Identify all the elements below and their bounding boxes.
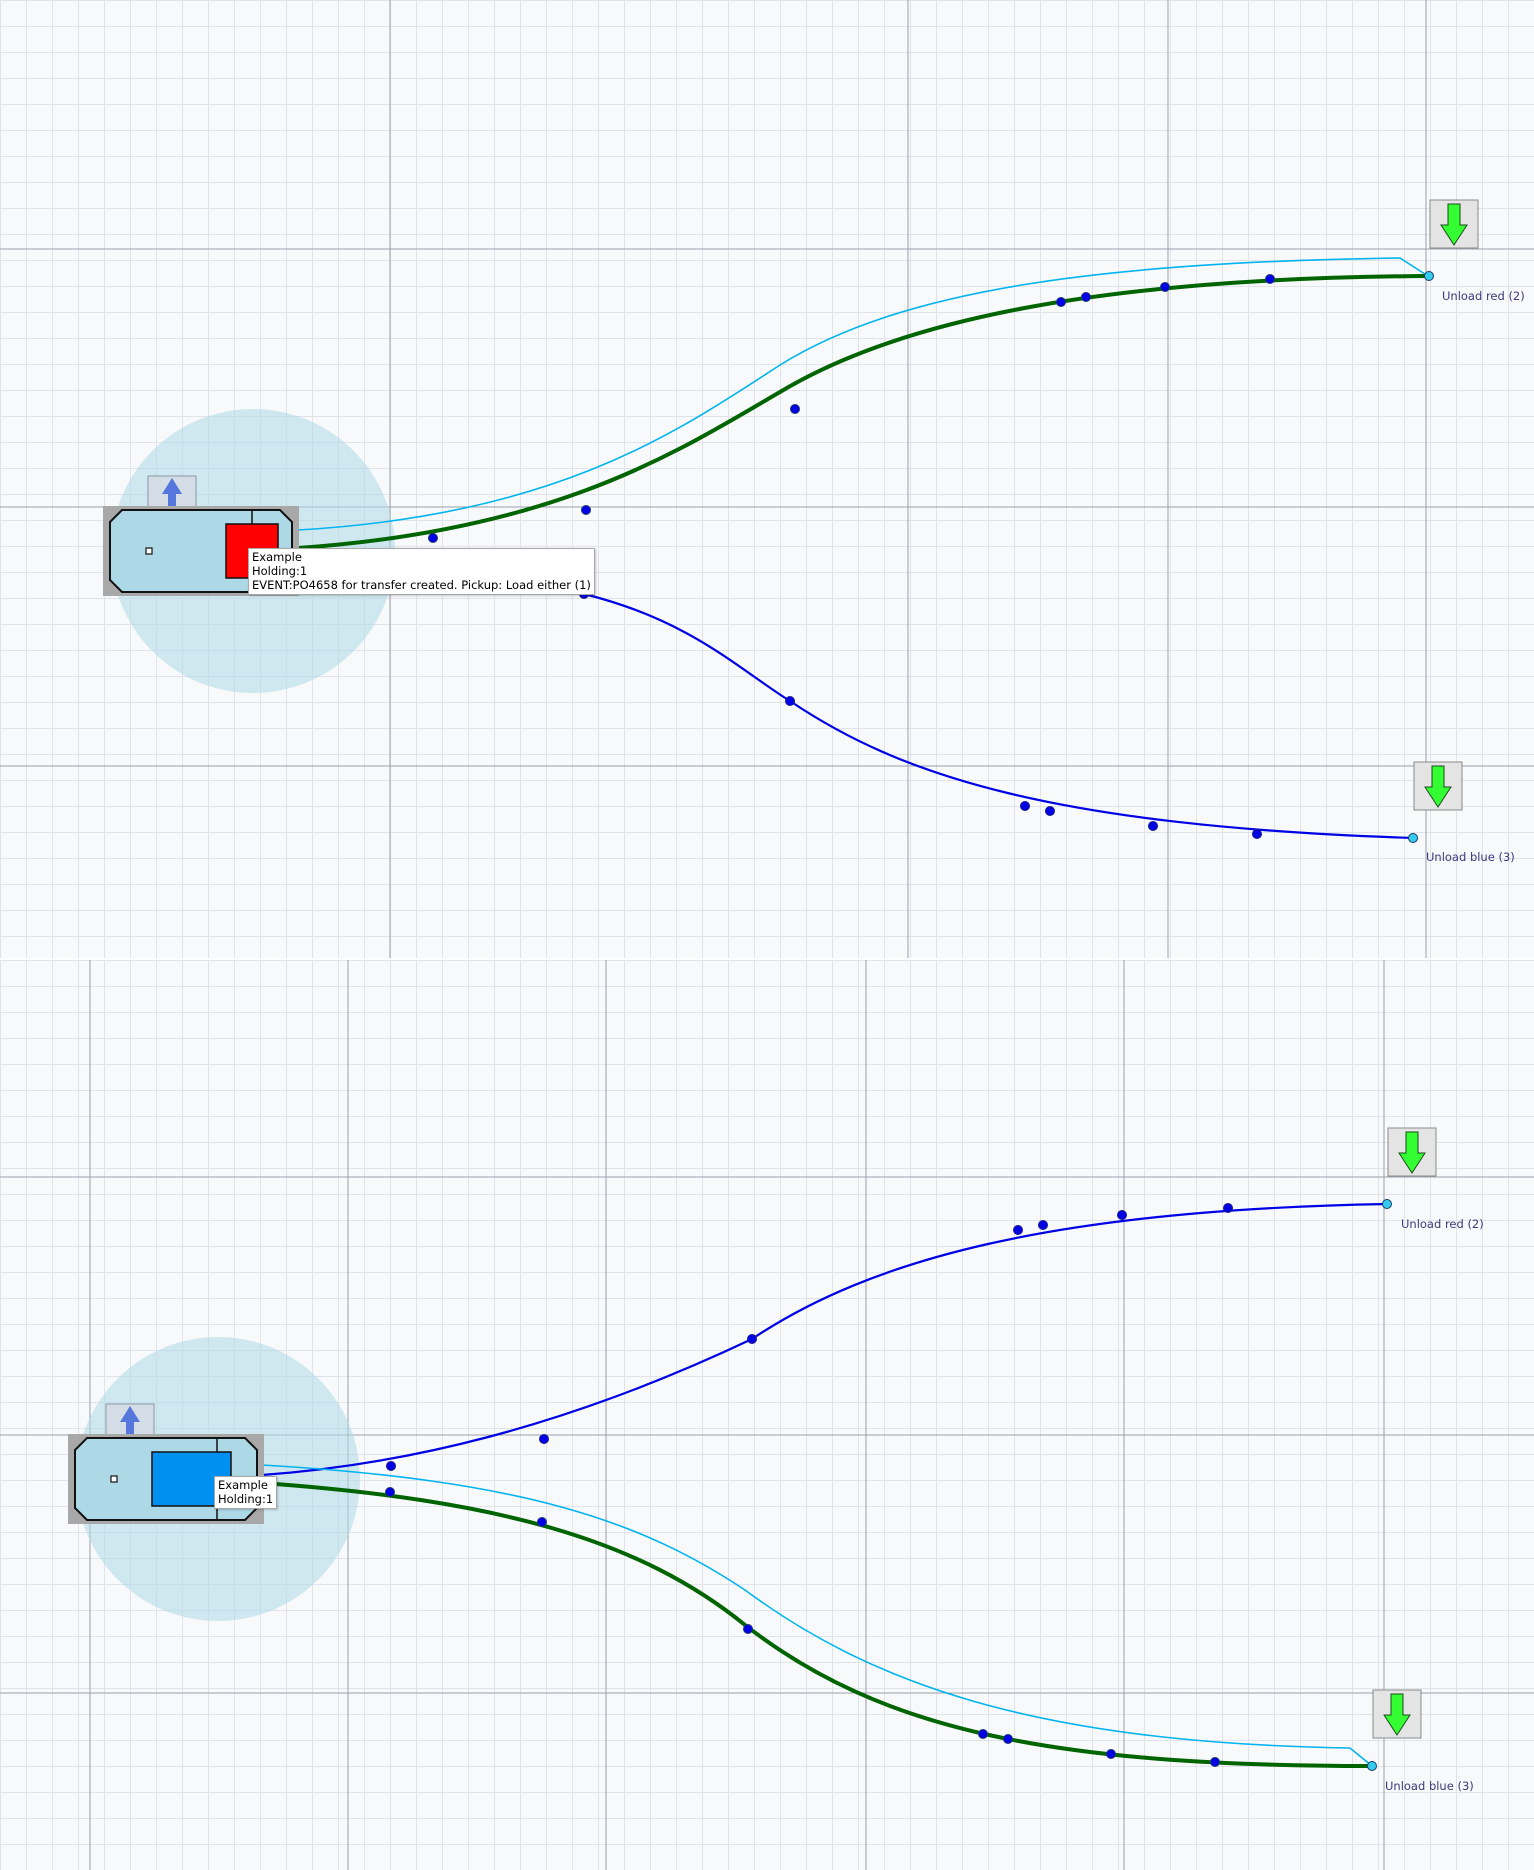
unload-blue-endpoint[interactable] (1367, 1761, 1377, 1771)
route-preview-line (297, 257, 1429, 531)
unload-blue-marker[interactable] (1413, 761, 1463, 811)
unload-blue-endpoint[interactable] (1408, 833, 1418, 843)
simulation-view-top[interactable]: Unload red (2) Unload blue (3) Example H… (0, 0, 1534, 958)
heading-marker (105, 1403, 155, 1439)
tooltip-title: Example (252, 550, 302, 564)
up-arrow-icon (120, 1406, 140, 1436)
unload-red-marker[interactable] (1429, 199, 1479, 249)
tooltip-title: Example (218, 1478, 268, 1492)
down-arrow-icon (1424, 765, 1452, 808)
unload-red-endpoint[interactable] (1382, 1199, 1392, 1209)
vehicle-sensor (145, 547, 153, 555)
unload-red-label: Unload red (2) (1442, 289, 1525, 303)
waypoints-red-route (386, 1203, 1233, 1471)
up-arrow-icon (162, 478, 182, 508)
route-to-unload-blue[interactable] (261, 1481, 1373, 1768)
unload-red-marker[interactable] (1387, 1127, 1437, 1177)
tooltip-holding: Holding:1 (252, 564, 308, 578)
tooltip-holding: Holding:1 (218, 1492, 274, 1506)
unload-blue-label: Unload blue (3) (1385, 1779, 1474, 1793)
route-preview-line (261, 1464, 1373, 1767)
vehicle-sensor (110, 1475, 118, 1483)
route-to-unload-red[interactable] (261, 1202, 1388, 1477)
waypoints-blue-route (579, 589, 1262, 839)
unload-red-endpoint[interactable] (1424, 271, 1434, 281)
simulation-view-bottom[interactable]: Unload red (2) Unload blue (3) Example H… (0, 960, 1534, 1870)
route-to-unload-blue[interactable] (583, 592, 1414, 840)
tooltip-event: EVENT:PO4658 for transfer created. Picku… (252, 578, 591, 592)
waypoints-blue-route (385, 1487, 1220, 1767)
vehicle-tooltip: Example Holding:1 EVENT:PO4658 for trans… (248, 548, 595, 595)
down-arrow-icon (1398, 1131, 1426, 1174)
waypoints-red-route (428, 274, 1275, 543)
down-arrow-icon (1440, 203, 1468, 246)
unload-blue-label: Unload blue (3) (1426, 850, 1515, 864)
unload-blue-marker[interactable] (1372, 1689, 1422, 1739)
unload-red-label: Unload red (2) (1401, 1217, 1484, 1231)
major-grid (0, 960, 1534, 1870)
heading-marker (147, 475, 197, 511)
vehicle-tooltip: Example Holding:1 (214, 1476, 278, 1509)
down-arrow-icon (1383, 1693, 1411, 1736)
